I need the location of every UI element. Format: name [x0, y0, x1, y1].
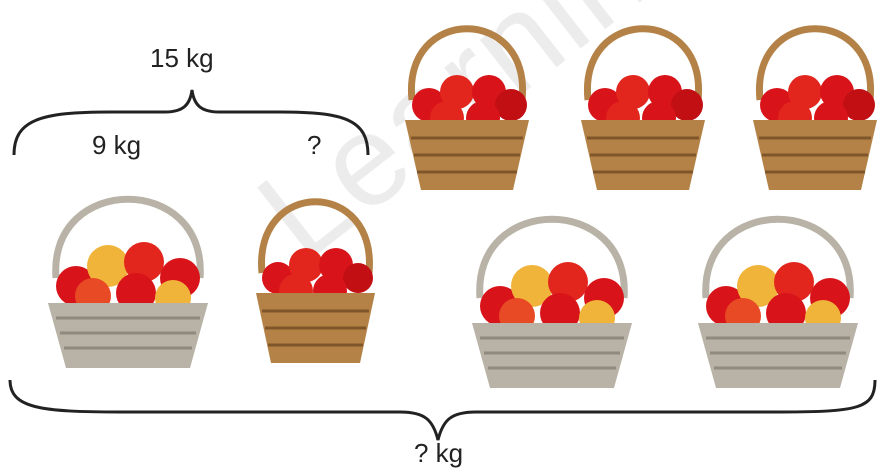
basket-red-apples-2 — [397, 10, 537, 200]
basket-red-apples-3 — [573, 10, 713, 200]
basket-mixed-apples-3 — [688, 198, 868, 398]
total-all-label: ? kg — [414, 440, 463, 466]
basket-unknown-weight-label: ? — [307, 132, 321, 158]
total-top-label: 15 kg — [150, 45, 214, 71]
basket-known-weight-label: 9 kg — [92, 132, 141, 158]
basket-red-apples-4 — [745, 10, 885, 200]
basket-mixed-apples-2 — [462, 198, 642, 398]
basket-mixed-apples-1 — [38, 178, 218, 378]
basket-red-apples-1 — [248, 183, 383, 373]
